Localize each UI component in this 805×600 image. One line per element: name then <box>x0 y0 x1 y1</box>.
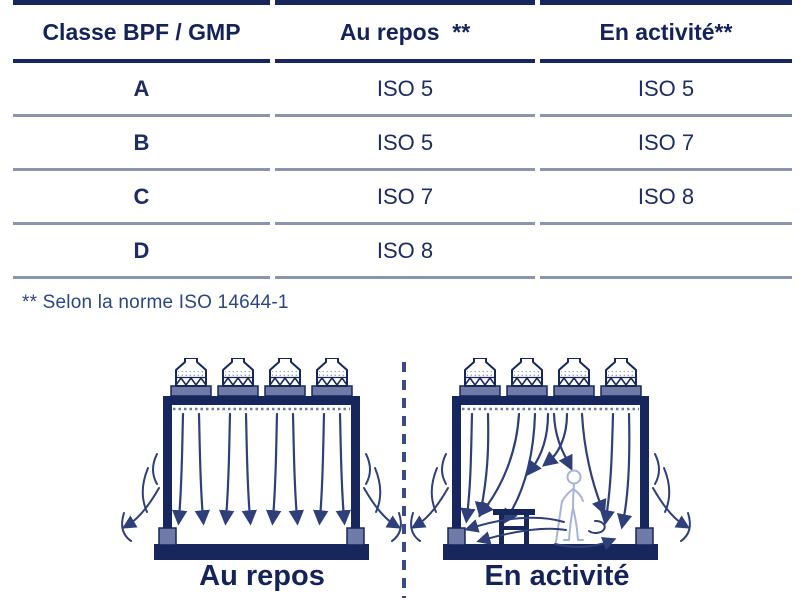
cell-a-en-activite: ISO 5 <box>540 63 792 117</box>
hepa-filter-unit-icon <box>170 358 353 397</box>
at-rest-label: Au repos <box>199 560 325 592</box>
cell-classe-d: D <box>13 225 270 279</box>
cell-c-au-repos: ISO 7 <box>275 171 535 225</box>
gmp-class-table: Classe BPF / GMP Au repos ** En activité… <box>8 0 797 279</box>
table-row: D ISO 8 <box>13 225 792 279</box>
cell-d-en-activite <box>540 225 792 279</box>
turbulence-swirl-icon <box>464 516 617 551</box>
cell-c-en-activite: ISO 8 <box>540 171 792 225</box>
side-airflow-swoosh-icon <box>121 453 402 542</box>
iso-norm-footnote: ** Selon la norme ISO 14644-1 <box>22 292 289 313</box>
cell-classe-b: B <box>13 117 270 171</box>
cell-d-au-repos: ISO 8 <box>275 225 535 279</box>
cell-classe-a: A <box>13 63 270 117</box>
column-header-au-repos: Au repos ** <box>275 0 535 63</box>
corner-block <box>158 527 365 546</box>
cell-b-au-repos: ISO 5 <box>275 117 535 171</box>
operator-figure-icon <box>555 469 584 543</box>
cell-b-en-activite: ISO 7 <box>540 117 792 171</box>
in-operation-label: En activité <box>484 560 630 592</box>
room-outline <box>443 396 658 560</box>
corner-block <box>447 527 654 546</box>
column-header-classe: Classe BPF / GMP <box>13 0 270 63</box>
airflow-streamline-icon <box>460 412 633 530</box>
column-header-en-activite: En activité** <box>540 0 792 63</box>
dashed-divider <box>402 362 406 598</box>
table-row: B ISO 5 ISO 7 <box>13 117 792 171</box>
table-row: C ISO 7 ISO 8 <box>13 171 792 225</box>
hepa-filter-unit-icon <box>459 358 642 397</box>
table-header-row: Classe BPF / GMP Au repos ** En activité… <box>13 0 792 63</box>
airflow-streamline-icon <box>171 412 352 526</box>
side-airflow-swoosh-icon <box>410 453 691 542</box>
cleanroom-in-operation-diagram <box>410 358 691 560</box>
cell-a-au-repos: ISO 5 <box>275 63 535 117</box>
room-outline <box>154 396 369 560</box>
table-row: A ISO 5 ISO 5 <box>13 63 792 117</box>
cell-classe-c: C <box>13 171 270 225</box>
work-table-icon <box>493 509 535 545</box>
cleanroom-at-rest-diagram <box>121 358 402 560</box>
